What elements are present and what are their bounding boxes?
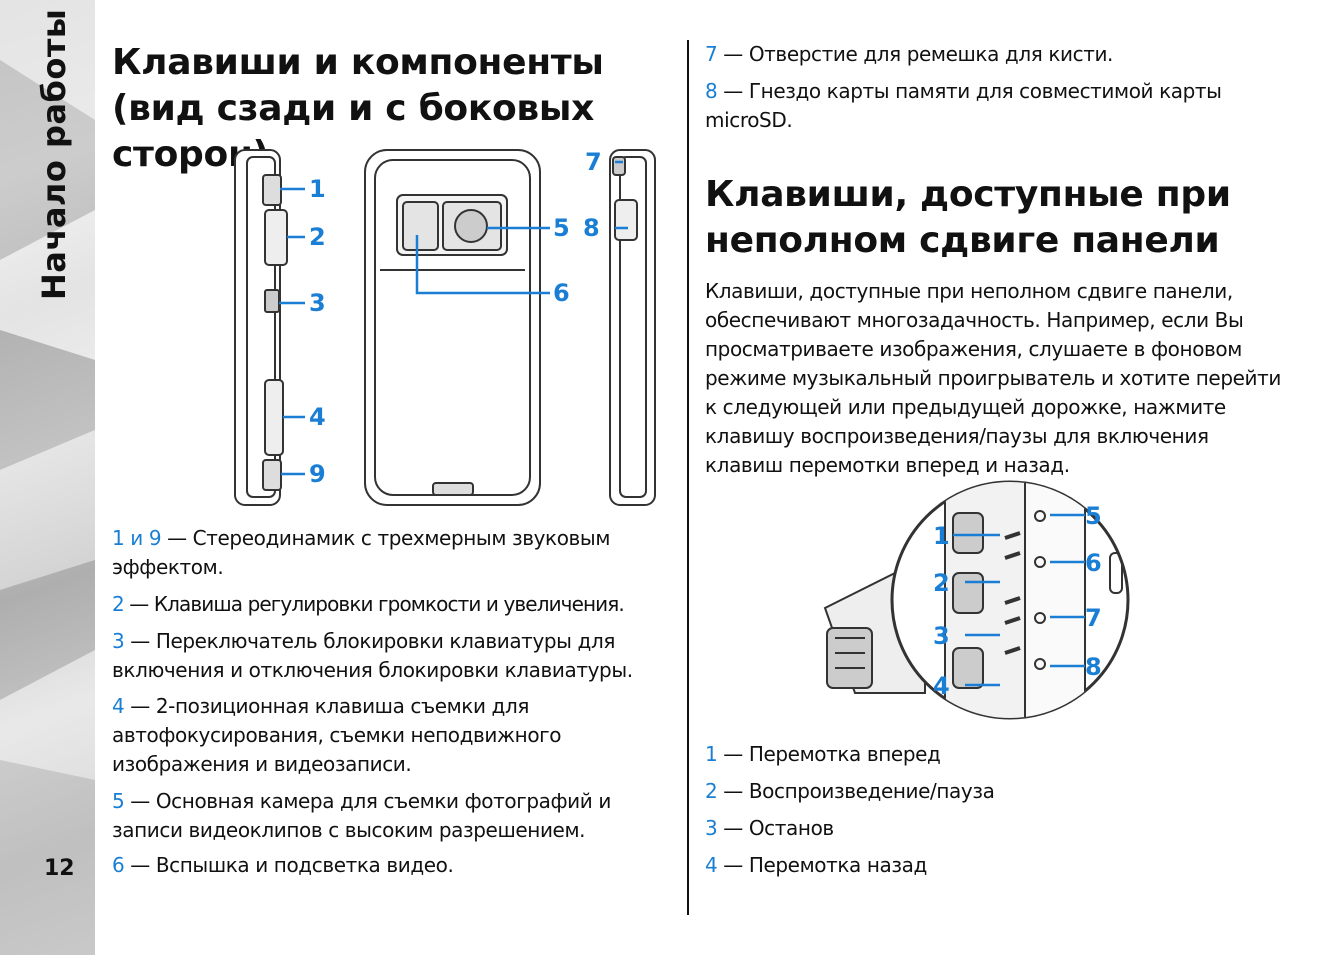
right-paragraph: Клавиши, доступные при неполном сдвиге п… bbox=[705, 279, 1281, 477]
fig2-label-1: 1 bbox=[933, 522, 950, 550]
item-text: — Воспроизведение/пауза bbox=[717, 779, 995, 803]
item-text: — Основная камера для съемки фотографий … bbox=[112, 789, 611, 842]
fig2-label-4: 4 bbox=[933, 672, 950, 700]
fig-label-2: 2 bbox=[309, 223, 326, 251]
fig2-label-5: 5 bbox=[1085, 502, 1102, 530]
item-text: — 2-позиционная клавиша съемки для автоф… bbox=[112, 694, 562, 776]
slide-keys-figure: 1 2 3 4 5 6 7 8 bbox=[823, 480, 1130, 720]
fig-label-6: 6 bbox=[553, 279, 570, 307]
right-heading: Клавиши, доступные при неполном сдвиге п… bbox=[705, 174, 1231, 261]
left-item-6: 6 — Вспышка и подсветка видео. bbox=[112, 851, 682, 880]
item-number: 1 и 9 bbox=[112, 526, 162, 550]
item-number: 7 bbox=[705, 42, 718, 66]
fig-label-5: 5 bbox=[553, 214, 570, 242]
left-item-2: 2 — Клавиша регулировки громкости и увел… bbox=[112, 590, 687, 619]
left-item-5: 5 — Основная камера для съемки фотографи… bbox=[112, 787, 672, 845]
item-number: 4 bbox=[705, 853, 718, 877]
item-number: 1 bbox=[705, 742, 718, 766]
fig-label-8: 8 bbox=[583, 214, 600, 242]
item-text: — Стереодинамик с трехмерным звуковым эф… bbox=[112, 526, 611, 579]
fig-label-7: 7 bbox=[585, 148, 602, 176]
band-facets bbox=[0, 0, 95, 955]
fig2-label-2: 2 bbox=[933, 569, 950, 597]
section-label: Начало работы bbox=[35, 8, 73, 300]
item-text: — Останов bbox=[717, 816, 834, 840]
item-text: — Отверстие для ремешка для кисти. bbox=[717, 42, 1113, 66]
fig-label-1: 1 bbox=[309, 175, 326, 203]
item-number: 4 bbox=[112, 694, 125, 718]
fig2-label-3: 3 bbox=[933, 622, 950, 650]
item-number: 3 bbox=[705, 816, 718, 840]
left-item-4: 4 — 2-позиционная клавиша съемки для авт… bbox=[112, 692, 652, 779]
right-item-1: 1 — Перемотка вперед bbox=[705, 740, 1285, 769]
item-number: 2 bbox=[112, 592, 125, 616]
fig2-label-6: 6 bbox=[1085, 549, 1102, 577]
left-heading: Клавиши и компоненты (вид сзади и с боко… bbox=[112, 42, 604, 175]
left-item-1: 1 и 9 — Стереодинамик с трехмерным звуко… bbox=[112, 524, 682, 582]
right-item-3: 3 — Останов bbox=[705, 814, 1285, 843]
right-item-2: 2 — Воспроизведение/пауза bbox=[705, 777, 1285, 806]
fig2-label-8: 8 bbox=[1085, 653, 1102, 681]
item-text: — Перемотка вперед bbox=[717, 742, 941, 766]
right-item-4: 4 — Перемотка назад bbox=[705, 851, 1285, 880]
right-item-7: 7 — Отверстие для ремешка для кисти. bbox=[705, 40, 1295, 69]
page-number: 12 bbox=[44, 856, 75, 881]
item-text: — Перемотка назад bbox=[717, 853, 927, 877]
side-decorative-band bbox=[0, 0, 95, 955]
item-number: 8 bbox=[705, 79, 718, 103]
item-text: — Клавиша регулировки громкости и увелич… bbox=[123, 592, 624, 616]
fig2-label-7: 7 bbox=[1085, 604, 1102, 632]
fig-label-4: 4 bbox=[309, 403, 326, 431]
item-number: 6 bbox=[112, 853, 125, 877]
column-divider bbox=[687, 40, 689, 915]
phone-back-sides-figure: 1 2 3 4 9 5 6 7 8 bbox=[234, 148, 656, 506]
item-number: 3 bbox=[112, 629, 125, 653]
item-text: — Переключатель блокировки клавиатуры дл… bbox=[112, 629, 633, 682]
item-number: 5 bbox=[112, 789, 125, 813]
item-text: — Гнездо карты памяти для совместимой ка… bbox=[705, 79, 1222, 132]
fig-label-9: 9 bbox=[309, 460, 326, 488]
left-item-3: 3 — Переключатель блокировки клавиатуры … bbox=[112, 627, 682, 685]
item-number: 2 bbox=[705, 779, 718, 803]
fig-label-3: 3 bbox=[309, 289, 326, 317]
right-item-8: 8 — Гнездо карты памяти для совместимой … bbox=[705, 77, 1280, 135]
item-text: — Вспышка и подсветка видео. bbox=[124, 853, 454, 877]
